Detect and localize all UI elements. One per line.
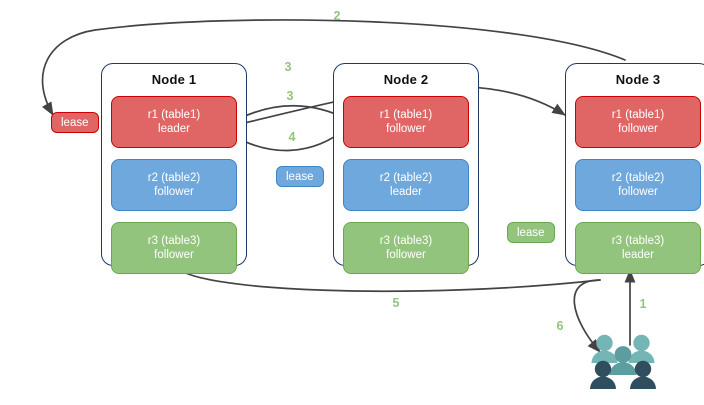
replica-name: r3 (table3) bbox=[147, 235, 201, 247]
replica-node3-r2[interactable]: r2 (table2) follower bbox=[575, 159, 701, 211]
replica-role: follower bbox=[618, 186, 658, 198]
replica-name: r3 (table3) bbox=[611, 235, 665, 247]
step-label-1: 1 bbox=[639, 297, 647, 311]
replica-name: r1 (table1) bbox=[379, 109, 433, 121]
replica-node1-r1[interactable]: r1 (table1) leader bbox=[111, 96, 237, 148]
step-label-3-lower: 3 bbox=[286, 89, 294, 103]
replica-role: leader bbox=[390, 186, 422, 198]
replica-name: r1 (table1) bbox=[611, 109, 665, 121]
replica-name: r3 (table3) bbox=[379, 235, 433, 247]
step-label-2: 2 bbox=[333, 9, 341, 23]
replica-name: r2 (table2) bbox=[611, 172, 665, 184]
node-title-1: Node 1 bbox=[151, 72, 197, 87]
step-label-4: 4 bbox=[288, 130, 296, 144]
replica-name: r2 (table2) bbox=[379, 172, 433, 184]
replica-role: follower bbox=[618, 123, 658, 135]
replica-node3-r3[interactable]: r3 (table3) leader bbox=[575, 222, 701, 274]
node-card-3: Node 3 r1 (table1) follower r2 (table2) … bbox=[565, 63, 704, 274]
replica-name: r2 (table2) bbox=[147, 172, 201, 184]
replica-role: leader bbox=[622, 249, 654, 261]
replica-node2-r3[interactable]: r3 (table3) follower bbox=[343, 222, 469, 274]
replica-node2-r2[interactable]: r2 (table2) leader bbox=[343, 159, 469, 211]
replica-node1-r2[interactable]: r2 (table2) follower bbox=[111, 159, 237, 211]
node-card-1: Node 1 r1 (table1) leader r2 (table2) fo… bbox=[101, 63, 247, 274]
lease-chip-blue[interactable]: lease bbox=[276, 166, 324, 187]
replica-list-3: r1 (table1) follower r2 (table2) followe… bbox=[575, 96, 701, 274]
replica-list-2: r1 (table1) follower r2 (table2) leader … bbox=[343, 96, 469, 274]
replica-name: r1 (table1) bbox=[147, 109, 201, 121]
replica-role: follower bbox=[154, 186, 194, 198]
replica-node1-r3[interactable]: r3 (table3) follower bbox=[111, 222, 237, 274]
lease-chip-green[interactable]: lease bbox=[507, 222, 555, 243]
node-card-2: Node 2 r1 (table1) follower r2 (table2) … bbox=[333, 63, 479, 274]
node-title-2: Node 2 bbox=[383, 72, 429, 87]
replica-role: follower bbox=[154, 249, 194, 261]
replica-node3-r1[interactable]: r1 (table1) follower bbox=[575, 96, 701, 148]
step-label-5: 5 bbox=[392, 296, 400, 310]
users-icon bbox=[590, 334, 656, 389]
node-title-3: Node 3 bbox=[615, 72, 661, 87]
step-label-6: 6 bbox=[556, 319, 564, 333]
replica-role: follower bbox=[386, 123, 426, 135]
lease-chip-red[interactable]: lease bbox=[51, 112, 99, 133]
replica-role: leader bbox=[158, 123, 190, 135]
replica-node2-r1[interactable]: r1 (table1) follower bbox=[343, 96, 469, 148]
replica-list-1: r1 (table1) leader r2 (table2) follower … bbox=[111, 96, 237, 274]
step-label-3-upper: 3 bbox=[284, 60, 292, 74]
replica-role: follower bbox=[386, 249, 426, 261]
